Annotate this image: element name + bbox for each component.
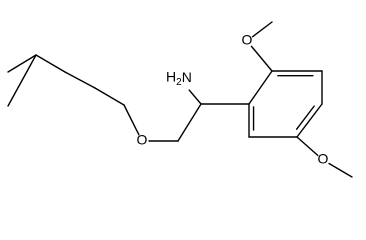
bond-r5-oB xyxy=(296,136,319,157)
bond-ch-c4 xyxy=(35,54,66,73)
bond-lines xyxy=(7,21,353,178)
molecule-structure: H2N O O O xyxy=(7,21,353,178)
bond-me1-ch xyxy=(7,54,37,73)
bond-cA-n xyxy=(188,89,202,105)
bond-r2-oT xyxy=(250,45,273,72)
aromatic-double-bond-r4-r5 xyxy=(295,105,315,130)
methoxy-top-oxygen-label: O xyxy=(242,32,253,48)
methoxy-bottom-oxygen-label: O xyxy=(318,151,329,167)
bond-oB-meB xyxy=(328,162,353,178)
bond-ch-me2 xyxy=(7,54,37,107)
bond-oT-meT xyxy=(251,21,273,38)
bond-c3-c2 xyxy=(94,87,125,106)
bond-c4-c3 xyxy=(64,71,96,89)
bond-r1-r2 xyxy=(248,70,273,105)
ether-oxygen-label: O xyxy=(137,132,148,148)
bond-ch2-cA xyxy=(177,103,202,142)
amine-label: H2N xyxy=(166,69,192,88)
bond-r4-r5 xyxy=(296,103,323,138)
bond-c2-oE xyxy=(123,104,140,136)
